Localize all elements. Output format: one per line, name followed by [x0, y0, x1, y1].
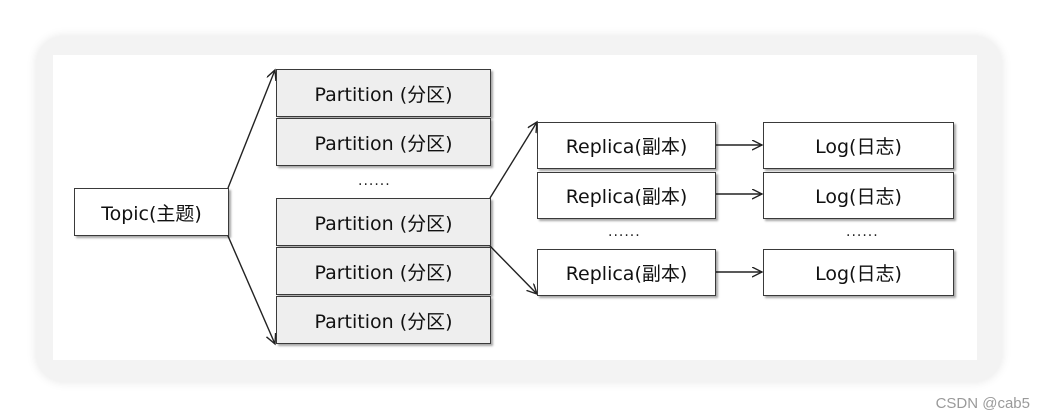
replica-box: Replica(副本)	[537, 172, 716, 219]
log-box: Log(日志)	[763, 172, 954, 219]
log-box: Log(日志)	[763, 122, 954, 169]
replica-box: Replica(副本)	[537, 249, 716, 296]
partition-box: Partition (分区)	[276, 118, 491, 166]
topic-box: Topic(主题)	[74, 188, 229, 236]
replica-ellipsis: ......	[608, 224, 641, 240]
partition-box: Partition (分区)	[276, 296, 491, 344]
replica-box: Replica(副本)	[537, 122, 716, 169]
partition-box: Partition (分区)	[276, 69, 491, 117]
partition-box: Partition (分区)	[276, 198, 491, 246]
partition-ellipsis: ......	[358, 173, 391, 189]
log-box: Log(日志)	[763, 249, 954, 296]
watermark: CSDN @cab5	[935, 395, 1030, 412]
log-ellipsis: ......	[846, 224, 879, 240]
partition-box: Partition (分区)	[276, 247, 491, 295]
